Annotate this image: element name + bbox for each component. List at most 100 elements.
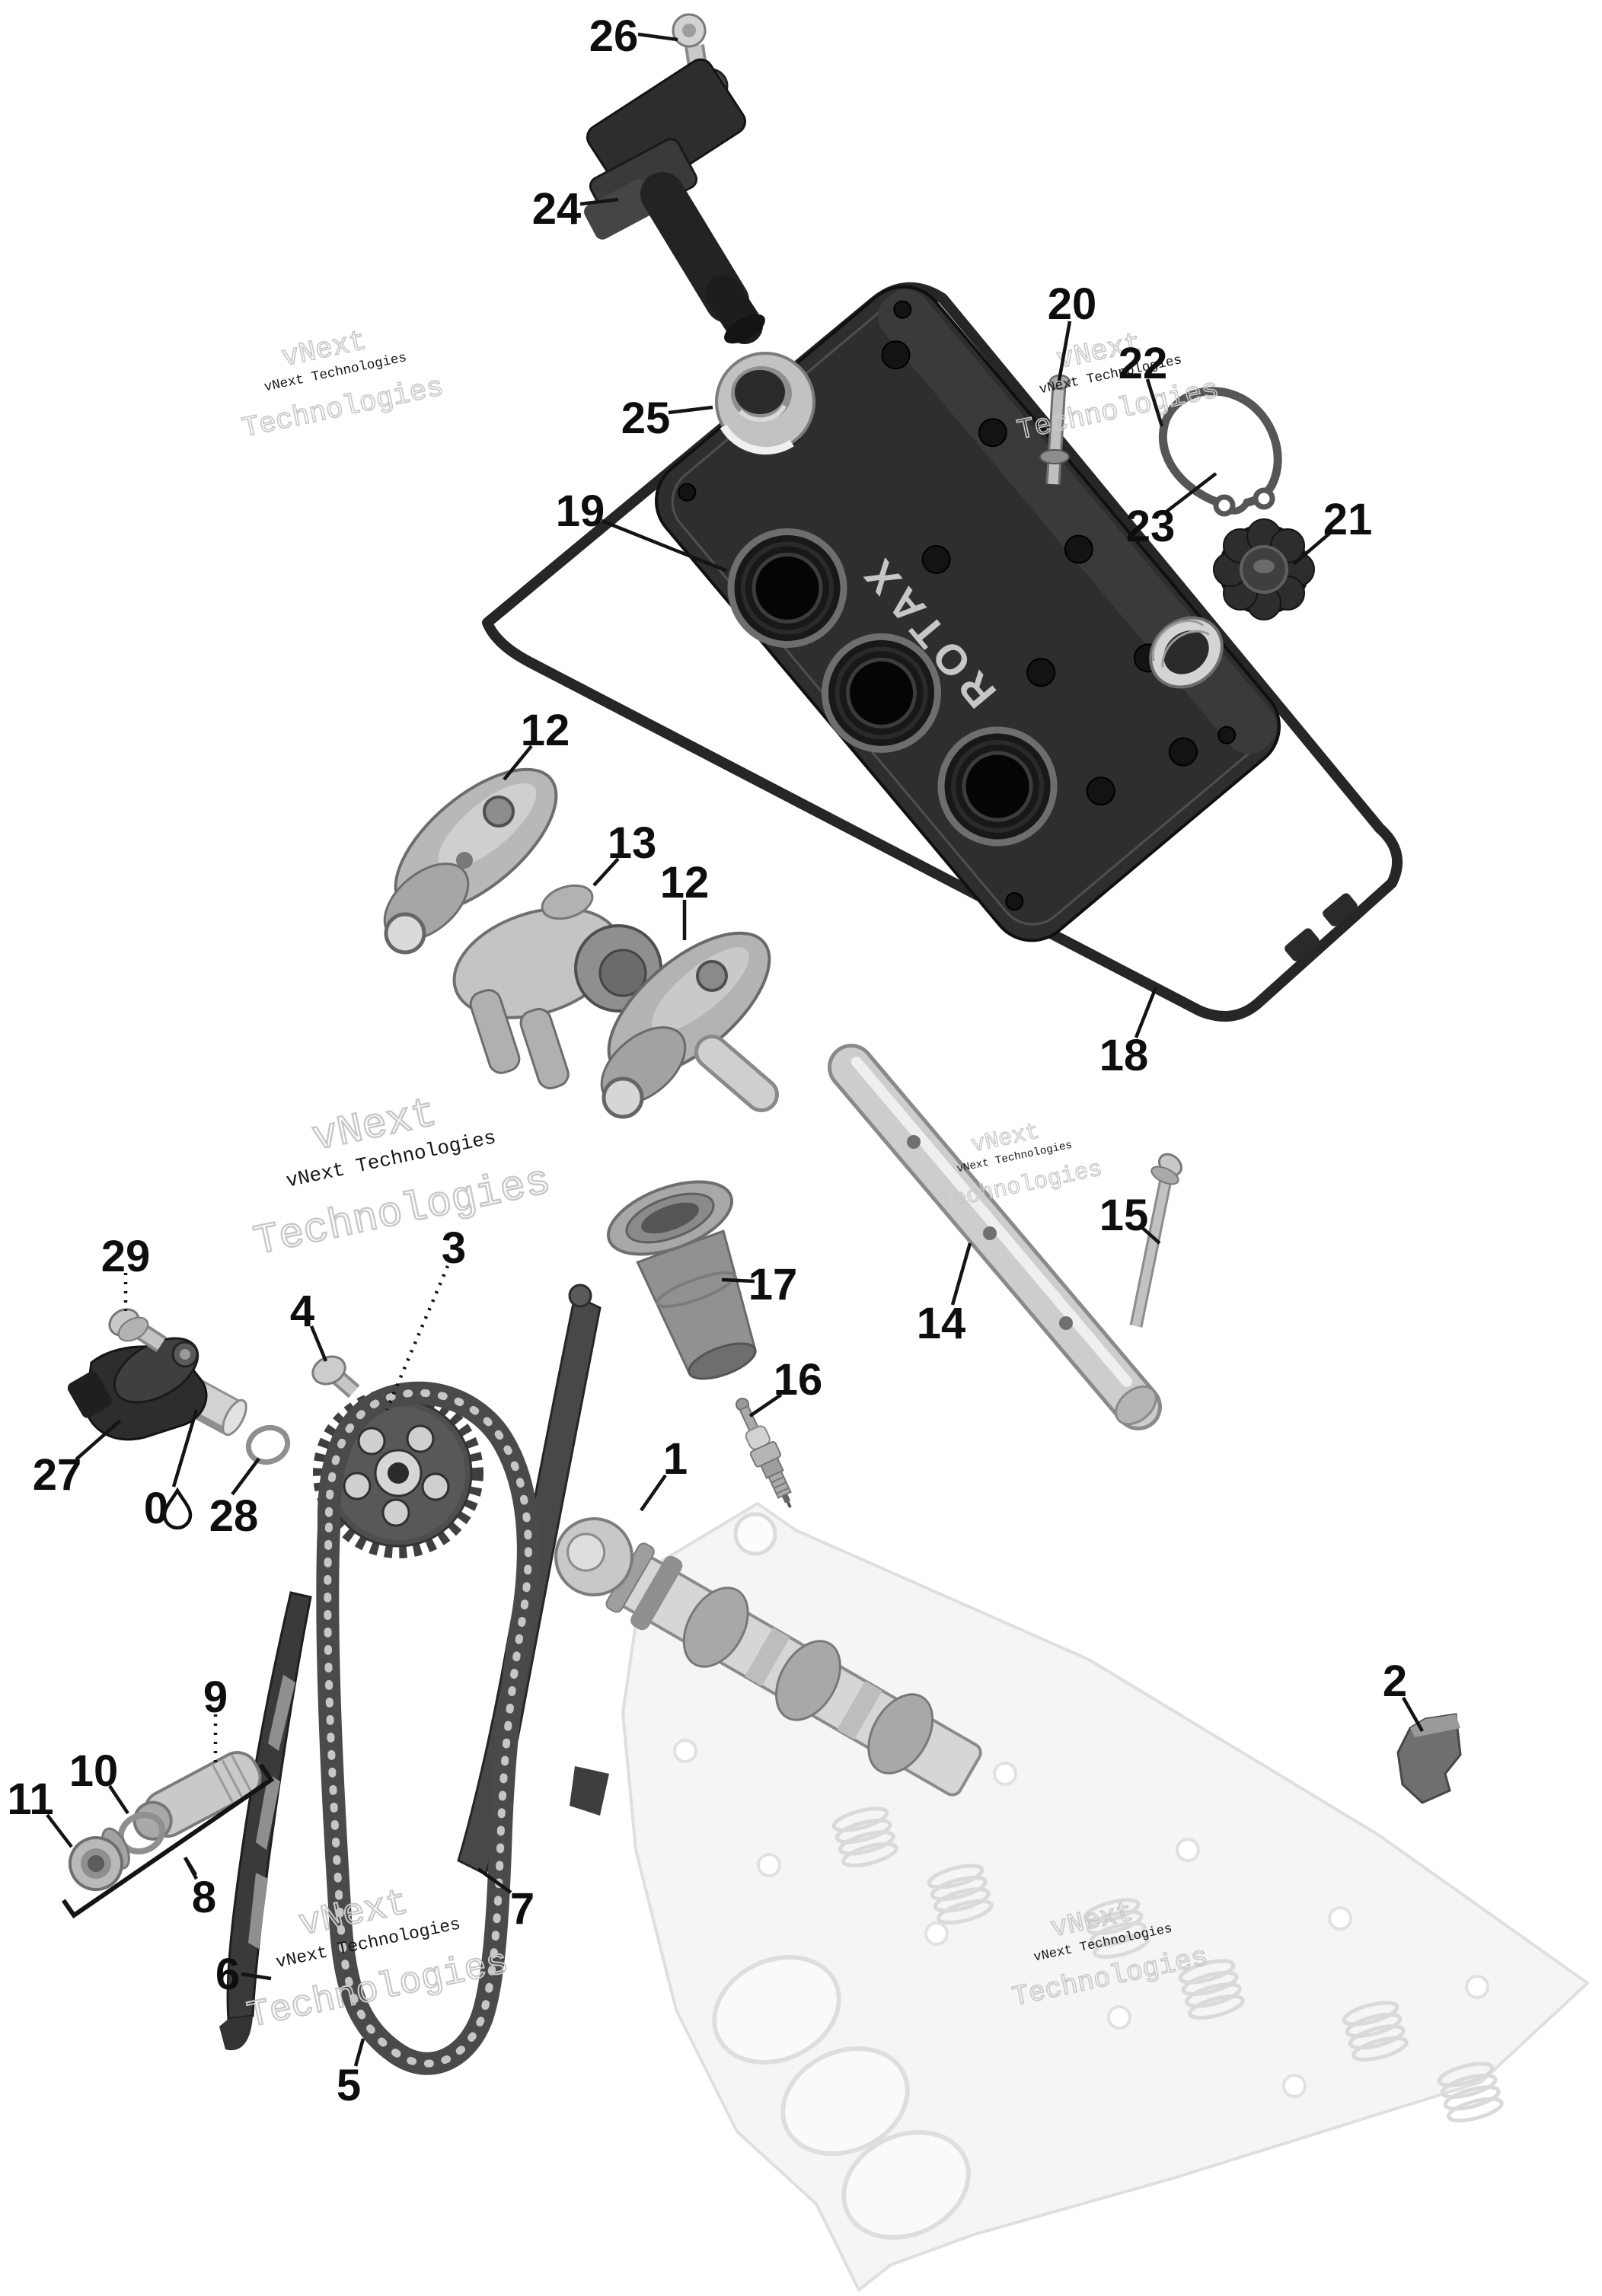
cam-sprocket-3 — [313, 1388, 483, 1558]
sprocket-bolt-4 — [311, 1355, 360, 1398]
leader-line-7 — [477, 1867, 512, 1894]
tensioner-piston-9 — [132, 1751, 262, 1841]
callout-2: 2 — [1383, 1657, 1424, 1733]
leader-line-26 — [637, 32, 678, 42]
callout-number-22: 22 — [1119, 339, 1168, 388]
callout-number-4: 4 — [290, 1287, 314, 1336]
leader-line-28 — [231, 1457, 260, 1496]
callout-number-8: 8 — [192, 1873, 216, 1922]
callout-number-27: 27 — [33, 1450, 82, 1500]
rocker-shaft-14 — [828, 1044, 1162, 1430]
hose-clamp-22 — [1158, 387, 1282, 517]
callout-12: 12 — [503, 706, 570, 781]
shaft-bolt-15 — [1129, 1153, 1182, 1328]
leader-line-16 — [748, 1393, 783, 1417]
leader-line-27 — [75, 1419, 122, 1461]
callout-26: 26 — [589, 11, 678, 61]
rocker-pin — [694, 1035, 779, 1112]
callout-number-24: 24 — [532, 184, 582, 234]
leader-line-22 — [1145, 378, 1164, 427]
head-mount-ear-hole — [733, 1512, 777, 1556]
callout-number-18: 18 — [1099, 1031, 1149, 1080]
chain-tensioner-guide-6 — [219, 1591, 312, 2051]
callout-number-15: 15 — [1099, 1191, 1149, 1240]
callout-number-17: 17 — [748, 1260, 798, 1309]
callout-6: 6 — [215, 1950, 272, 1999]
leader-line-19 — [601, 518, 728, 573]
leader-line-11 — [46, 1813, 73, 1848]
leader-line-18 — [1134, 987, 1158, 1038]
callout-number-13: 13 — [608, 818, 657, 868]
group-bracket-8 — [61, 1763, 275, 1919]
leader-line-5 — [353, 2038, 365, 2067]
coil-seal-25 — [715, 352, 815, 455]
callout-9: 9 — [203, 1673, 228, 1763]
callout-11: 11 — [7, 1775, 73, 1848]
callout-number-5: 5 — [337, 2061, 361, 2110]
callout-21: 21 — [1292, 495, 1373, 566]
callout-17: 17 — [721, 1260, 798, 1309]
callout-19: 19 — [556, 486, 728, 573]
leader-line-15 — [1138, 1224, 1161, 1245]
callout-number-16: 16 — [774, 1355, 823, 1405]
head-ports — [712, 1955, 971, 2240]
leader-line-17 — [721, 1277, 755, 1284]
callout-number-20: 20 — [1048, 279, 1097, 329]
callout-24: 24 — [532, 184, 619, 234]
callout-number-21: 21 — [1323, 495, 1373, 544]
leader-line-20 — [1057, 320, 1072, 381]
head-detail — [570, 1766, 609, 1816]
rocker-arm-12b — [600, 931, 771, 1119]
rocker-arm-12a — [383, 767, 558, 955]
callout-14: 14 — [917, 1242, 972, 1348]
timing-chain-5 — [316, 1381, 540, 2075]
leader-line-4 — [309, 1325, 328, 1362]
spark-plug-wells — [727, 528, 1058, 847]
leader-line-1 — [640, 1474, 667, 1512]
sensor-o-ring-28 — [245, 1424, 291, 1465]
leader-line-6 — [241, 1972, 272, 1981]
ignition-coil-24 — [584, 58, 765, 344]
callout-number-2: 2 — [1383, 1657, 1407, 1706]
callout-number-9: 9 — [203, 1673, 228, 1722]
leader-line-14 — [950, 1242, 972, 1306]
leader-line-10 — [108, 1784, 129, 1815]
callout-number-23: 23 — [1126, 502, 1176, 551]
callout-15: 15 — [1099, 1191, 1161, 1245]
leader-line-25 — [668, 405, 713, 415]
tensioner-plug-11 — [69, 1827, 130, 1891]
callout-number-6: 6 — [215, 1950, 240, 1999]
callout-3: 3 — [385, 1223, 466, 1411]
callout-29: 29 — [101, 1232, 151, 1311]
callout-5: 5 — [337, 2038, 365, 2110]
callout-number-11: 11 — [7, 1775, 53, 1824]
callout-number-29: 29 — [101, 1232, 151, 1281]
callout-number-14: 14 — [917, 1299, 966, 1348]
sensor-bolt-29 — [108, 1308, 167, 1353]
callout-number-10: 10 — [69, 1746, 119, 1796]
callout-10: 10 — [69, 1746, 129, 1815]
leader-line-23 — [1165, 472, 1217, 513]
stud-bolt-20 — [1039, 374, 1071, 485]
callout-number-12: 12 — [521, 706, 570, 755]
callout-13: 13 — [592, 818, 657, 887]
callout-number-26: 26 — [589, 11, 639, 61]
bracket-label-tick-8 — [183, 1856, 198, 1877]
callout-12: 12 — [660, 858, 709, 940]
leader-line-21 — [1292, 531, 1332, 566]
callout-number-28: 28 — [209, 1491, 259, 1541]
callout-16: 16 — [748, 1355, 823, 1417]
oil-filler-neck — [1149, 616, 1224, 689]
callout-1: 1 — [640, 1434, 688, 1512]
callout-number-25: 25 — [621, 394, 671, 443]
callout-28: 28 — [209, 1457, 260, 1541]
cylinder-head — [621, 1502, 1589, 2291]
cam-stopper-2 — [1396, 1713, 1462, 1804]
callout-27: 27 — [33, 1419, 122, 1500]
oil-drop-icon — [162, 1487, 193, 1530]
callout-23: 23 — [1126, 472, 1217, 551]
cam-sensor-27 — [67, 1337, 247, 1441]
leader-line-12 — [503, 745, 533, 781]
